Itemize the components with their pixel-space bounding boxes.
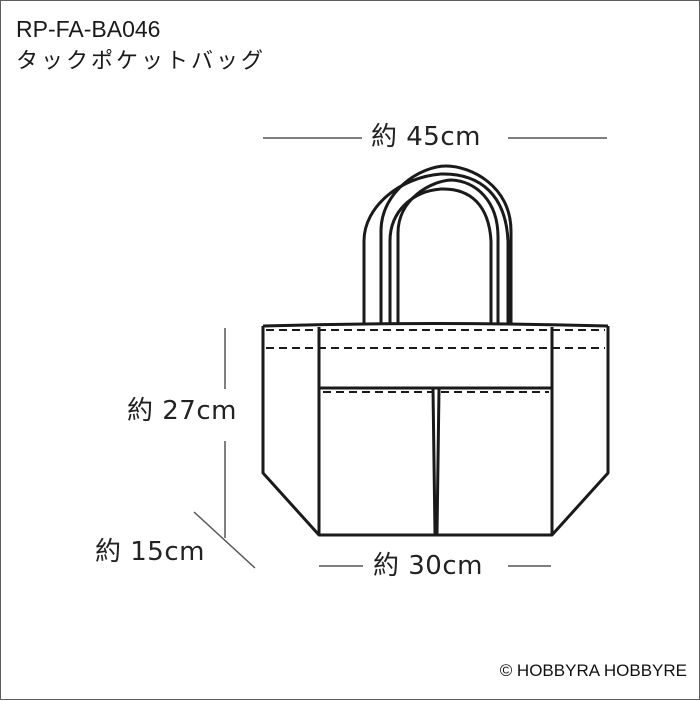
copyright-notice: © HOBBYRA HOBBYRE bbox=[499, 661, 687, 680]
stitch-lines bbox=[266, 329, 605, 393]
back-handle-outer bbox=[379, 164, 513, 325]
dimension-gusset: 約 15cm bbox=[95, 537, 205, 567]
bag-body bbox=[261, 326, 610, 537]
product-code: RP-FA-BA046 bbox=[16, 16, 161, 42]
pocket-tuck-left bbox=[431, 388, 437, 535]
product-name: タックポケットバッグ bbox=[16, 49, 267, 74]
pocket-tuck-right bbox=[435, 388, 441, 535]
gusset-line bbox=[193, 511, 256, 569]
dimension-lines bbox=[193, 137, 607, 569]
dimension-width-bottom: 約 30cm bbox=[373, 551, 483, 581]
dimension-width-top: 約 45cm bbox=[371, 122, 481, 152]
front-handle-outer bbox=[362, 172, 510, 325]
front-handle-inner bbox=[388, 187, 493, 325]
bag-rim bbox=[262, 322, 609, 328]
back-handle-inner bbox=[396, 178, 500, 325]
bag-outline bbox=[261, 164, 610, 537]
dimension-height: 約 27cm bbox=[127, 396, 237, 426]
